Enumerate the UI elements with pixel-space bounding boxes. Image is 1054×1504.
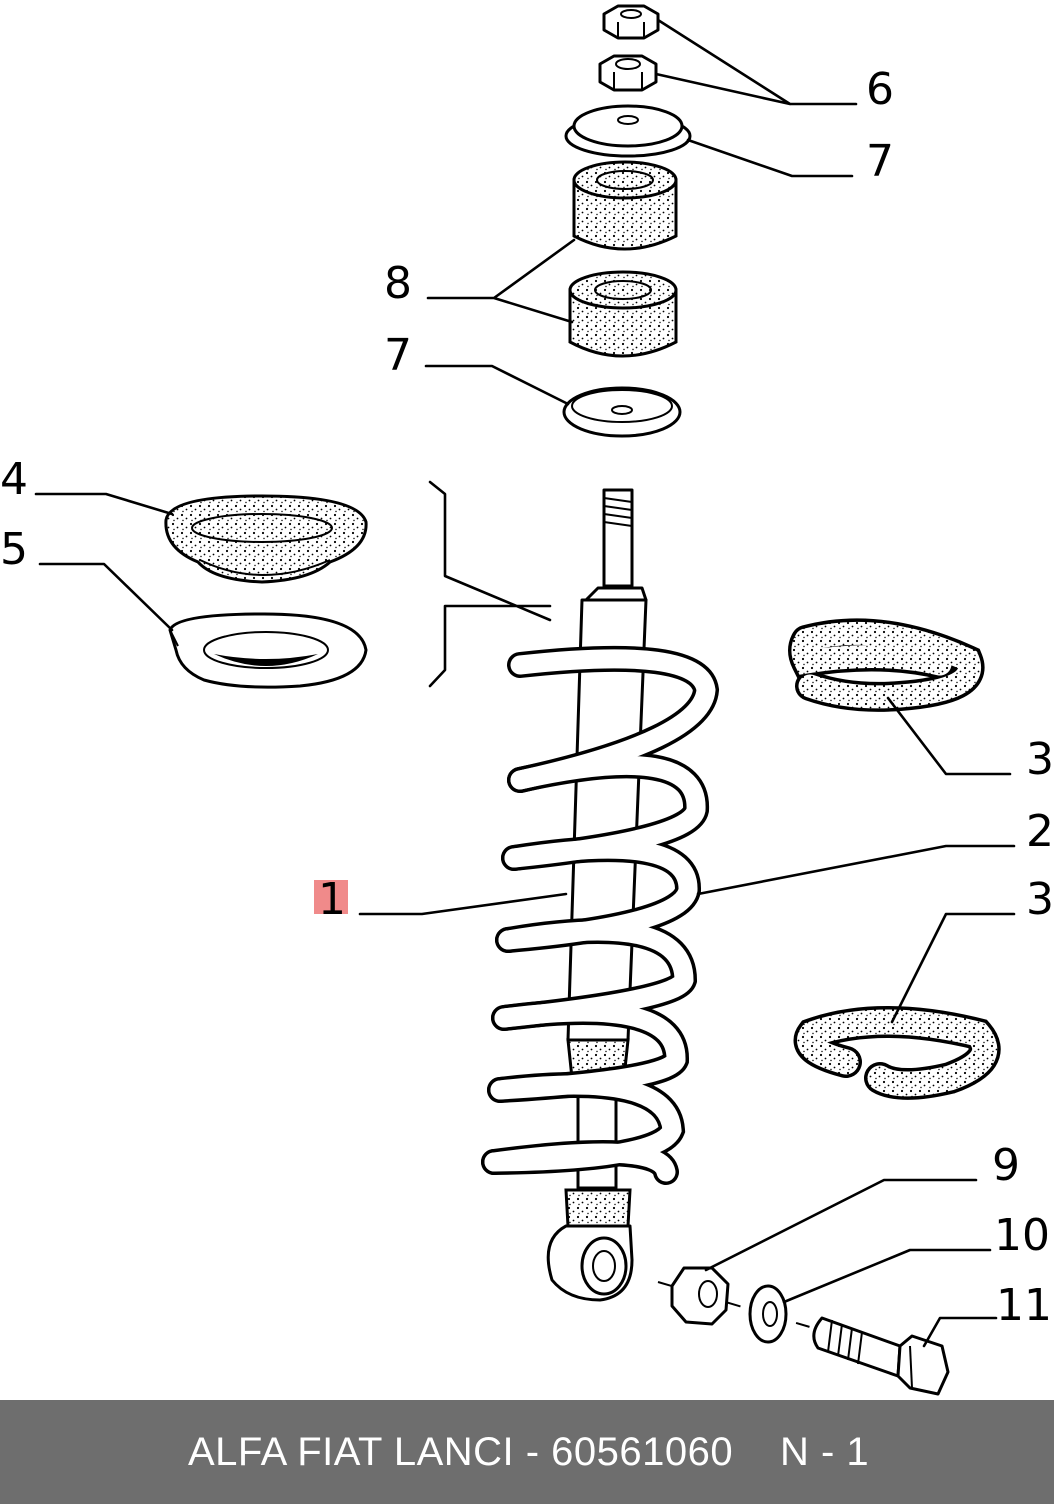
callout-2: 2 — [1026, 806, 1054, 857]
callout-labels: 6 7 8 7 4 5 3 2 1 3 9 10 11 — [0, 64, 1054, 1331]
callout-1: 1 — [318, 874, 346, 925]
leader-lines — [34, 18, 1016, 1348]
rubber-bushing-upper — [572, 160, 678, 251]
leader-11 — [922, 1316, 998, 1348]
callout-9: 9 — [992, 1140, 1020, 1191]
leader-3-lower — [890, 912, 1016, 1024]
spring-seat — [164, 494, 368, 584]
callout-7-upper: 7 — [866, 136, 894, 187]
callout-6: 6 — [866, 64, 894, 115]
assembly-bracket — [428, 480, 552, 688]
leader-3-upper — [886, 696, 1012, 776]
leader-7-lower — [424, 364, 570, 406]
footer-bar: ALFA FIAT LANCI - 60561060 N - 1 — [0, 1400, 1054, 1504]
callout-4: 4 — [0, 454, 28, 505]
callout-11: 11 — [996, 1280, 1052, 1331]
callout-8: 8 — [384, 258, 412, 309]
callout-3-lower: 3 — [1026, 874, 1054, 925]
leader-9 — [704, 1178, 978, 1272]
spring-pad-upper — [788, 618, 985, 712]
mounting-bolt — [812, 1316, 950, 1396]
callout-highlight — [314, 880, 348, 914]
coil-spring — [481, 645, 720, 1185]
exploded-parts-diagram: 6 7 8 7 4 5 3 2 1 3 9 10 11 — [0, 4, 1054, 1396]
top-nut-upper — [602, 4, 660, 40]
lower-cup-washer — [562, 386, 682, 438]
leader-1 — [358, 892, 568, 916]
leader-6 — [654, 18, 858, 106]
callout-10: 10 — [994, 1210, 1050, 1261]
leader-7-upper — [686, 138, 854, 178]
dust-plate — [168, 612, 368, 689]
top-nut-lower — [598, 54, 658, 92]
leader-5 — [38, 562, 174, 632]
leader-10 — [782, 1248, 992, 1304]
callout-5: 5 — [0, 524, 28, 575]
washer — [748, 1284, 788, 1344]
page-indicator: N - 1 — [780, 1430, 870, 1474]
leader-4 — [34, 492, 174, 516]
lock-nut — [670, 1266, 730, 1326]
callout-3-upper: 3 — [1026, 734, 1054, 785]
callout-7-lower: 7 — [384, 330, 412, 381]
upper-cup-washer — [564, 104, 692, 158]
spring-pad-lower — [793, 1006, 1001, 1100]
leader-8 — [426, 238, 576, 324]
leader-2 — [696, 844, 1016, 896]
catalog-text: ALFA FIAT LANCI - 60561060 — [188, 1430, 734, 1474]
rubber-bushing-lower — [568, 270, 678, 358]
